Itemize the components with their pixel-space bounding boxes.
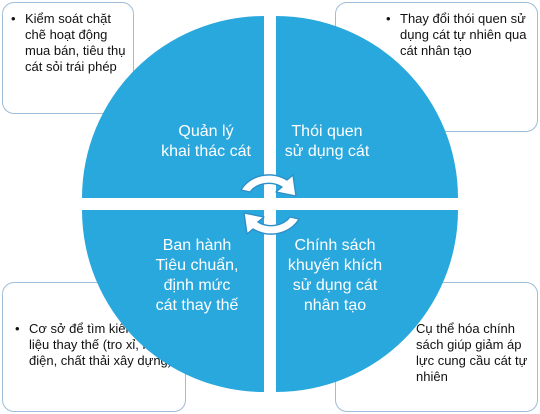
- quadrant-label-policy: Chính sách khuyến khích sử dụng cát nhân…: [276, 236, 394, 316]
- quadrant-top-left: [82, 16, 264, 198]
- quadrant-label-line: nhân tạo: [303, 297, 367, 314]
- cycle-arrows-icon: [240, 174, 300, 235]
- quadrant-label-standards: Ban hành Tiêu chuẩn, định mức cát thay t…: [130, 236, 264, 316]
- quadrant-label-line: Chính sách: [294, 237, 376, 254]
- quadrant-bottom-right: [276, 210, 458, 392]
- quadrant-label-line: Tiêu chuẩn,: [155, 257, 239, 274]
- quadrant-label-line: sử dụng cát: [284, 143, 370, 160]
- quadrant-label-management: Quản lý khai thác cát: [140, 122, 272, 162]
- quadrant-label-line: Ban hành: [162, 237, 232, 254]
- quadrant-top-right: [276, 16, 458, 198]
- quadrant-label-line: định mức: [163, 277, 231, 294]
- quadrant-label-line: khuyến khích: [287, 257, 383, 274]
- quadrant-label-habit: Thói quen sử dụng cát: [272, 122, 382, 162]
- note-bottom-right-bullet: Cụ thể hóa chính sách giúp giảm áp lực c…: [398, 321, 531, 385]
- quadrant-label-line: Quản lý: [178, 123, 234, 140]
- quadrant-label-line: sử dụng cát: [292, 277, 378, 294]
- note-top-left: Kiểm soát chặt chẽ hoạt động mua bán, ti…: [2, 2, 134, 114]
- quadrant-label-line: cát thay thế: [155, 297, 239, 314]
- quadrant-bottom-left: [82, 210, 264, 392]
- note-top-right-bullet: Thay đổi thói quen sử dụng cát tự nhiên …: [382, 11, 527, 59]
- note-top-left-bullet: Kiểm soát chặt chẽ hoạt động mua bán, ti…: [7, 11, 127, 75]
- quadrant-label-line: Thói quen: [291, 123, 363, 140]
- quadrant-label-line: khai thác cát: [161, 143, 251, 160]
